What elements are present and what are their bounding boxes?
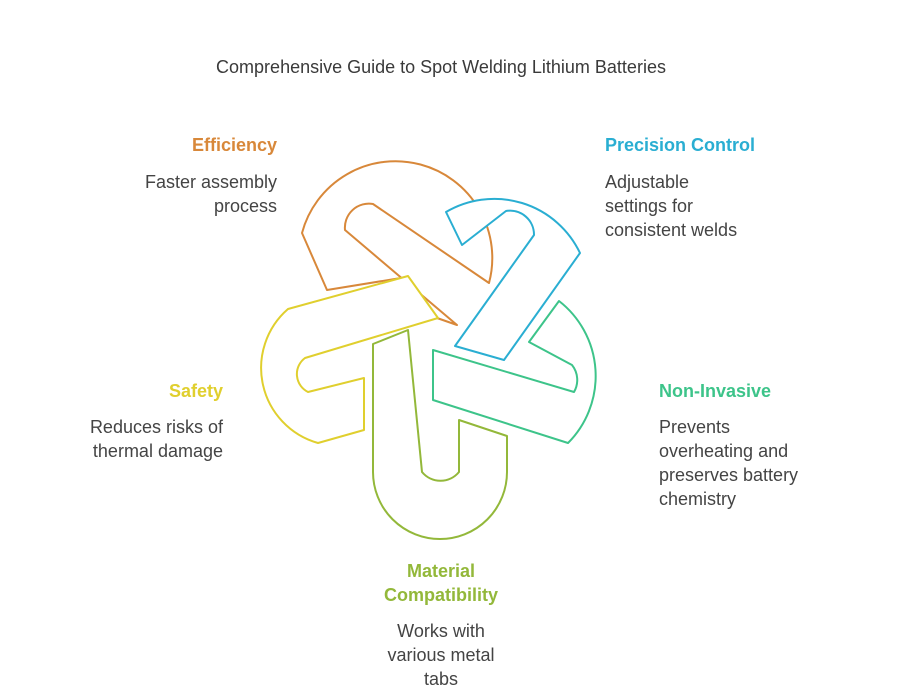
compatibility-heading: Material Compatibility (340, 559, 542, 607)
safety-loop (260, 275, 439, 444)
compatibility-heading-line: Material (406, 561, 476, 581)
efficiency-desc-line: process (213, 196, 277, 216)
compatibility-desc-line: various metal (387, 645, 495, 665)
safety-desc-line: thermal damage (92, 441, 223, 461)
precision-description: Adjustable settings for consistent welds (605, 170, 825, 242)
precision-heading: Precision Control (605, 135, 756, 155)
noninvasive-loop (432, 300, 597, 444)
noninvasive-description: Prevents overheating and preserves batte… (659, 415, 879, 511)
efficiency-desc-line: Faster assembly (144, 172, 277, 192)
safety-heading: Safety (168, 381, 223, 401)
compatibility-description: Works with various metal tabs (340, 619, 542, 691)
compatibility-loop (372, 329, 508, 540)
noninvasive-heading: Non-Invasive (659, 381, 772, 401)
efficiency-loop (301, 160, 494, 326)
noninvasive-desc-line: chemistry (659, 489, 737, 509)
noninvasive-desc-line: preserves battery (659, 465, 799, 485)
safety-desc-line: Reduces risks of (89, 417, 223, 437)
noninvasive-desc-line: overheating and (659, 441, 789, 461)
compatibility-desc-line: tabs (423, 669, 459, 689)
noninvasive-desc-line: Prevents (659, 417, 731, 437)
precision-desc-line: consistent welds (605, 220, 738, 240)
diagram-title: Comprehensive Guide to Spot Welding Lith… (216, 57, 666, 77)
efficiency-heading: Efficiency (191, 135, 277, 155)
precision-desc-line: settings for (605, 196, 694, 216)
safety-description: Reduces risks of thermal damage (40, 415, 223, 463)
efficiency-description: Faster assembly process (80, 170, 277, 218)
compatibility-desc-line: Works with (397, 621, 485, 641)
precision-desc-line: Adjustable (605, 172, 690, 192)
compatibility-heading-line: Compatibility (383, 585, 498, 605)
precision-loop (445, 197, 581, 361)
